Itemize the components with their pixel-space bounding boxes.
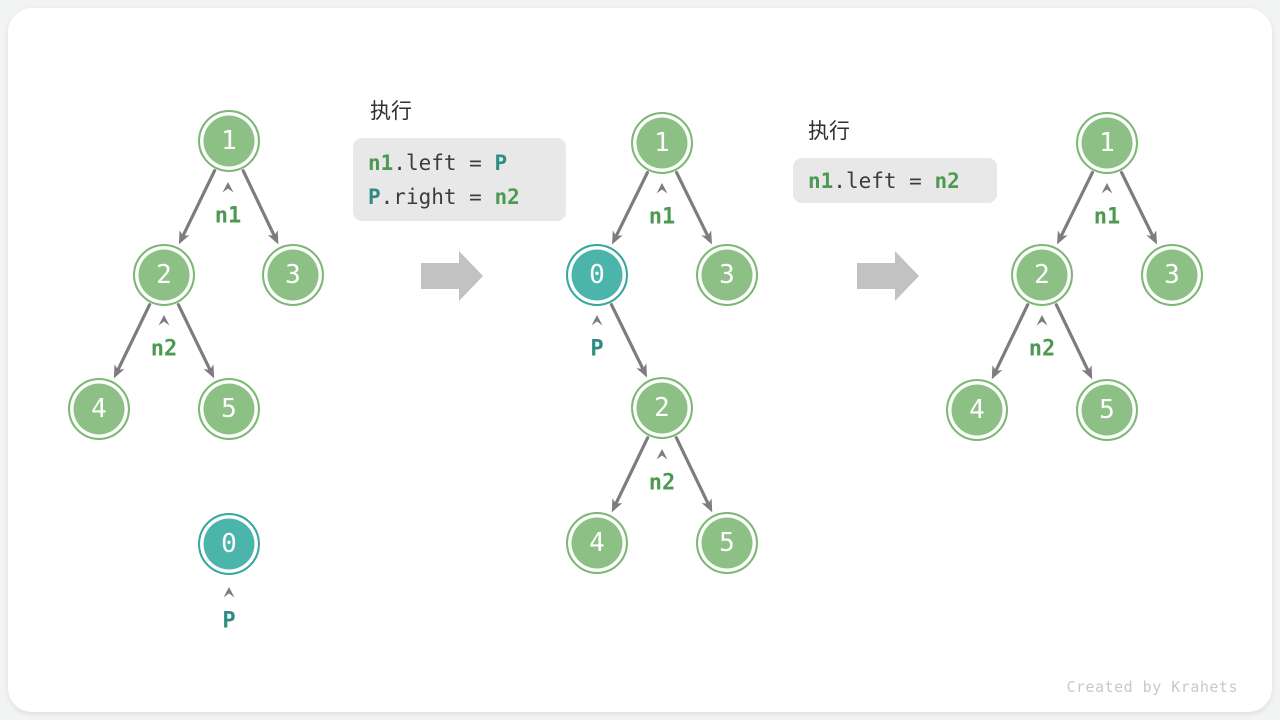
tree-node-3: 3 (696, 244, 758, 306)
tree-node-3: 3 (262, 244, 324, 306)
code-token: P (494, 150, 508, 175)
tree-node-4: 4 (946, 379, 1008, 441)
tree-node-4: 4 (68, 378, 130, 440)
tree-node-5: 5 (198, 378, 260, 440)
tree-node-0: 0 (198, 513, 260, 575)
code-token: n1 (368, 150, 394, 175)
tree-node-0: 0 (566, 244, 628, 306)
tree-node-5: 5 (696, 512, 758, 574)
pointer-label-n1: n1 (648, 204, 676, 230)
pointer-label-n2: n2 (1028, 336, 1056, 362)
credit-text: Created by Krahets (1066, 678, 1238, 696)
tree-node-1: 1 (1076, 112, 1138, 174)
tree-node-2: 2 (133, 244, 195, 306)
code-block-title: 执行 (808, 119, 850, 143)
code-block: n1.left = n2 (793, 158, 997, 203)
pointer-label-P: P (222, 608, 236, 634)
canvas-card (8, 8, 1272, 712)
tree-node-4: 4 (566, 512, 628, 574)
code-token: n1 (808, 168, 834, 193)
code-line: n1.left = P (368, 146, 566, 180)
code-token: n2 (934, 168, 960, 193)
tree-node-2: 2 (631, 377, 693, 439)
pointer-label-n1: n1 (1093, 204, 1121, 230)
code-token: .right = (380, 184, 495, 209)
code-token: .left = (393, 150, 495, 175)
tree-node-2: 2 (1011, 244, 1073, 306)
tree-node-5: 5 (1076, 379, 1138, 441)
tree-node-3: 3 (1141, 244, 1203, 306)
pointer-label-n2: n2 (648, 470, 676, 496)
pointer-label-n2: n2 (150, 336, 178, 362)
code-block-title: 执行 (370, 99, 412, 123)
tree-node-1: 1 (631, 112, 693, 174)
code-token: .left = (833, 168, 935, 193)
pointer-label-n1: n1 (214, 203, 242, 229)
pointer-label-P: P (590, 336, 604, 362)
code-line: n1.left = n2 (808, 164, 997, 198)
tree-node-1: 1 (198, 110, 260, 172)
code-token: n2 (494, 184, 520, 209)
code-token: P (368, 184, 381, 209)
code-line: P.right = n2 (368, 180, 566, 214)
